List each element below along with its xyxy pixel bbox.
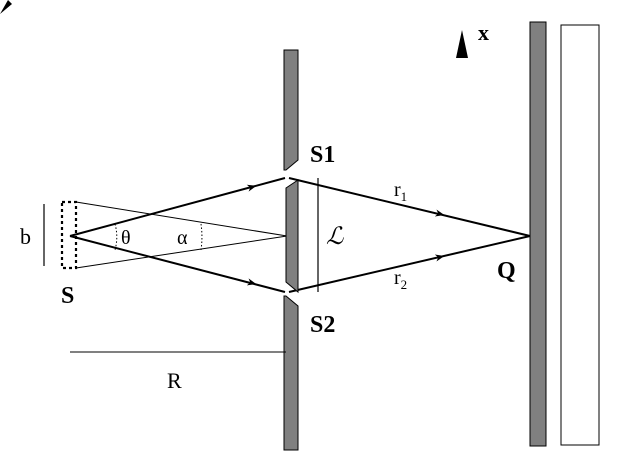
label-slit-separation: ℒ — [326, 224, 344, 250]
label-r1-base: r — [394, 179, 401, 201]
label-r2-sub: 2 — [401, 277, 408, 292]
theta-arc — [114, 223, 118, 251]
ray-s2-to-q — [288, 235, 531, 293]
label-s: S — [61, 283, 74, 309]
ray-s1-to-q — [288, 177, 531, 237]
label-q: Q — [497, 258, 516, 284]
label-r2-base: r — [394, 267, 401, 289]
label-r: R — [167, 368, 182, 393]
observation-screen — [529, 21, 547, 447]
source-slit — [60, 200, 78, 270]
label-theta: θ — [121, 227, 131, 249]
label-s1: S1 — [310, 142, 335, 168]
barrier-bottom — [283, 295, 299, 451]
label-x: x — [478, 20, 489, 45]
detector-panel — [560, 24, 600, 446]
ray-source-top — [75, 201, 288, 237]
label-r1-sub: 1 — [401, 189, 408, 204]
ray-source-bottom — [75, 235, 288, 269]
axis-x-arrow-icon — [456, 30, 468, 58]
label-r1: r1 — [394, 179, 407, 204]
label-s2: S2 — [310, 312, 335, 338]
label-b: b — [20, 224, 31, 249]
corner-mark — [0, 0, 12, 14]
label-r2: r2 — [394, 267, 407, 292]
alpha-arc — [200, 223, 203, 251]
barrier-middle — [285, 179, 299, 294]
label-alpha: α — [177, 227, 188, 249]
barrier-top — [283, 49, 299, 171]
